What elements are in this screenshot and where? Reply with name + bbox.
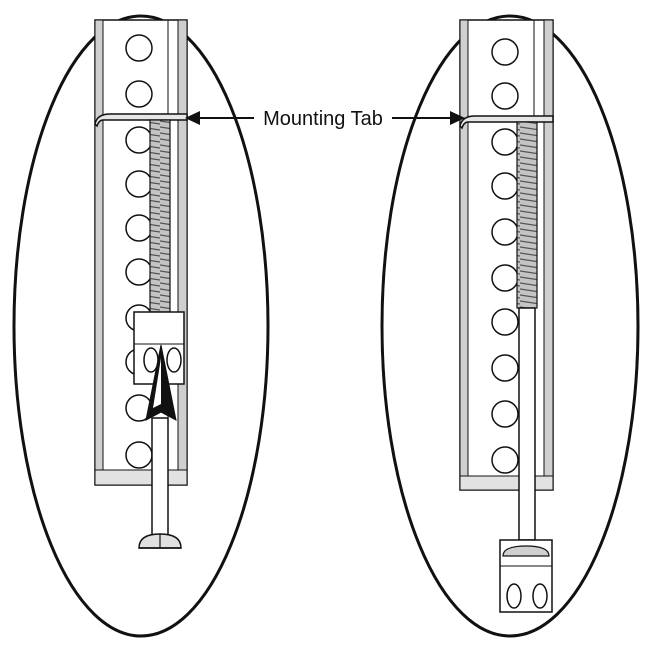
left-threaded-rod: [149, 119, 171, 313]
right-view: [380, 14, 640, 638]
left-screw: [138, 417, 182, 549]
right-ellipse: [380, 14, 640, 638]
mounting-tab-label: Mounting Tab: [263, 108, 383, 130]
left-mounting-tab: [94, 113, 188, 128]
left-view: [12, 14, 270, 638]
left-ellipse: [12, 14, 270, 638]
right-screw-shaft: [518, 307, 536, 541]
mounting-tab-callout: Mounting Tab: [185, 108, 465, 130]
arrow-up-icon: [145, 344, 177, 421]
right-holes: [491, 38, 519, 474]
right-threaded-rod: [516, 121, 538, 309]
right-nut: [499, 539, 553, 613]
right-mounting-tab: [459, 115, 554, 130]
